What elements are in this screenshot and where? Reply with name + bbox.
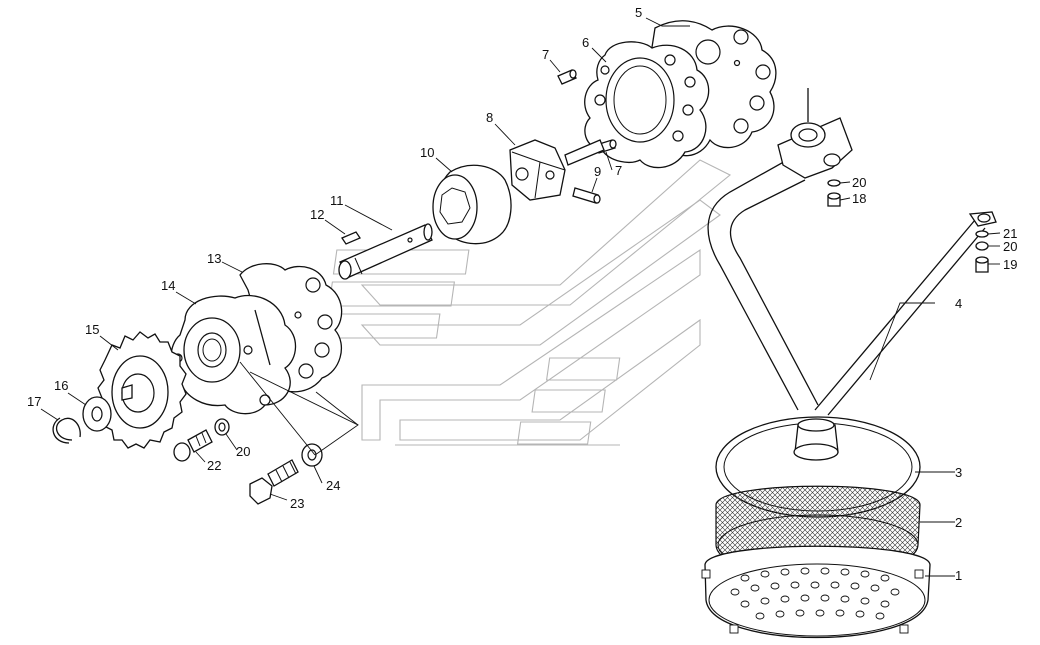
callout-16: 16 xyxy=(54,378,68,393)
callout-7-lower: 7 xyxy=(615,163,622,178)
callout-24: 24 xyxy=(326,478,340,493)
rotor-pin xyxy=(572,187,601,204)
callout-10: 10 xyxy=(420,145,434,160)
callout-4: 4 xyxy=(955,296,962,311)
inner-rotor xyxy=(509,139,605,201)
callout-23: 23 xyxy=(290,496,304,511)
bracket-bolt xyxy=(827,179,841,207)
callout-19: 19 xyxy=(1003,257,1017,272)
drive-shaft xyxy=(338,223,433,280)
callout-14: 14 xyxy=(161,278,175,293)
callout-20-support: 20 xyxy=(1003,239,1017,254)
callout-1: 1 xyxy=(955,568,962,583)
hex-bolt xyxy=(249,459,299,505)
callout-labels: 1 2 3 4 5 6 7 7 8 9 10 11 12 13 14 15 16… xyxy=(27,5,1017,583)
pipe-flange xyxy=(777,88,853,179)
gear-washer xyxy=(82,396,112,432)
drive-gear xyxy=(97,331,187,449)
pump-body xyxy=(584,41,710,169)
callout-20-flange: 20 xyxy=(852,175,866,190)
relief-valve-plug xyxy=(173,429,213,462)
callout-8: 8 xyxy=(486,110,493,125)
callout-12: 12 xyxy=(310,207,324,222)
callout-15: 15 xyxy=(85,322,99,337)
snap-ring xyxy=(52,417,81,444)
callout-21: 21 xyxy=(1003,226,1017,241)
callout-3: 3 xyxy=(955,465,962,480)
callout-17: 17 xyxy=(27,394,41,409)
leader-lines xyxy=(40,17,1001,577)
callout-18: 18 xyxy=(852,191,866,206)
callout-13: 13 xyxy=(207,251,221,266)
strainer-base xyxy=(701,545,931,639)
pump-housing xyxy=(170,294,297,415)
outer-rotor xyxy=(432,164,512,245)
callout-5: 5 xyxy=(635,5,642,20)
callout-22: 22 xyxy=(207,458,221,473)
pump-front-cover xyxy=(239,263,343,393)
support-bolt xyxy=(975,230,989,273)
callout-20-housing: 20 xyxy=(236,444,250,459)
callout-11: 11 xyxy=(330,193,344,208)
small-washer xyxy=(214,418,230,436)
callout-7-upper: 7 xyxy=(542,47,549,62)
woodruff-key xyxy=(341,231,361,245)
callout-2: 2 xyxy=(955,515,962,530)
callout-6: 6 xyxy=(582,35,589,50)
dowel-pin-upper xyxy=(557,69,577,85)
sealing-washer xyxy=(301,443,323,467)
watermark-logo xyxy=(323,159,732,446)
callout-9: 9 xyxy=(594,164,601,179)
